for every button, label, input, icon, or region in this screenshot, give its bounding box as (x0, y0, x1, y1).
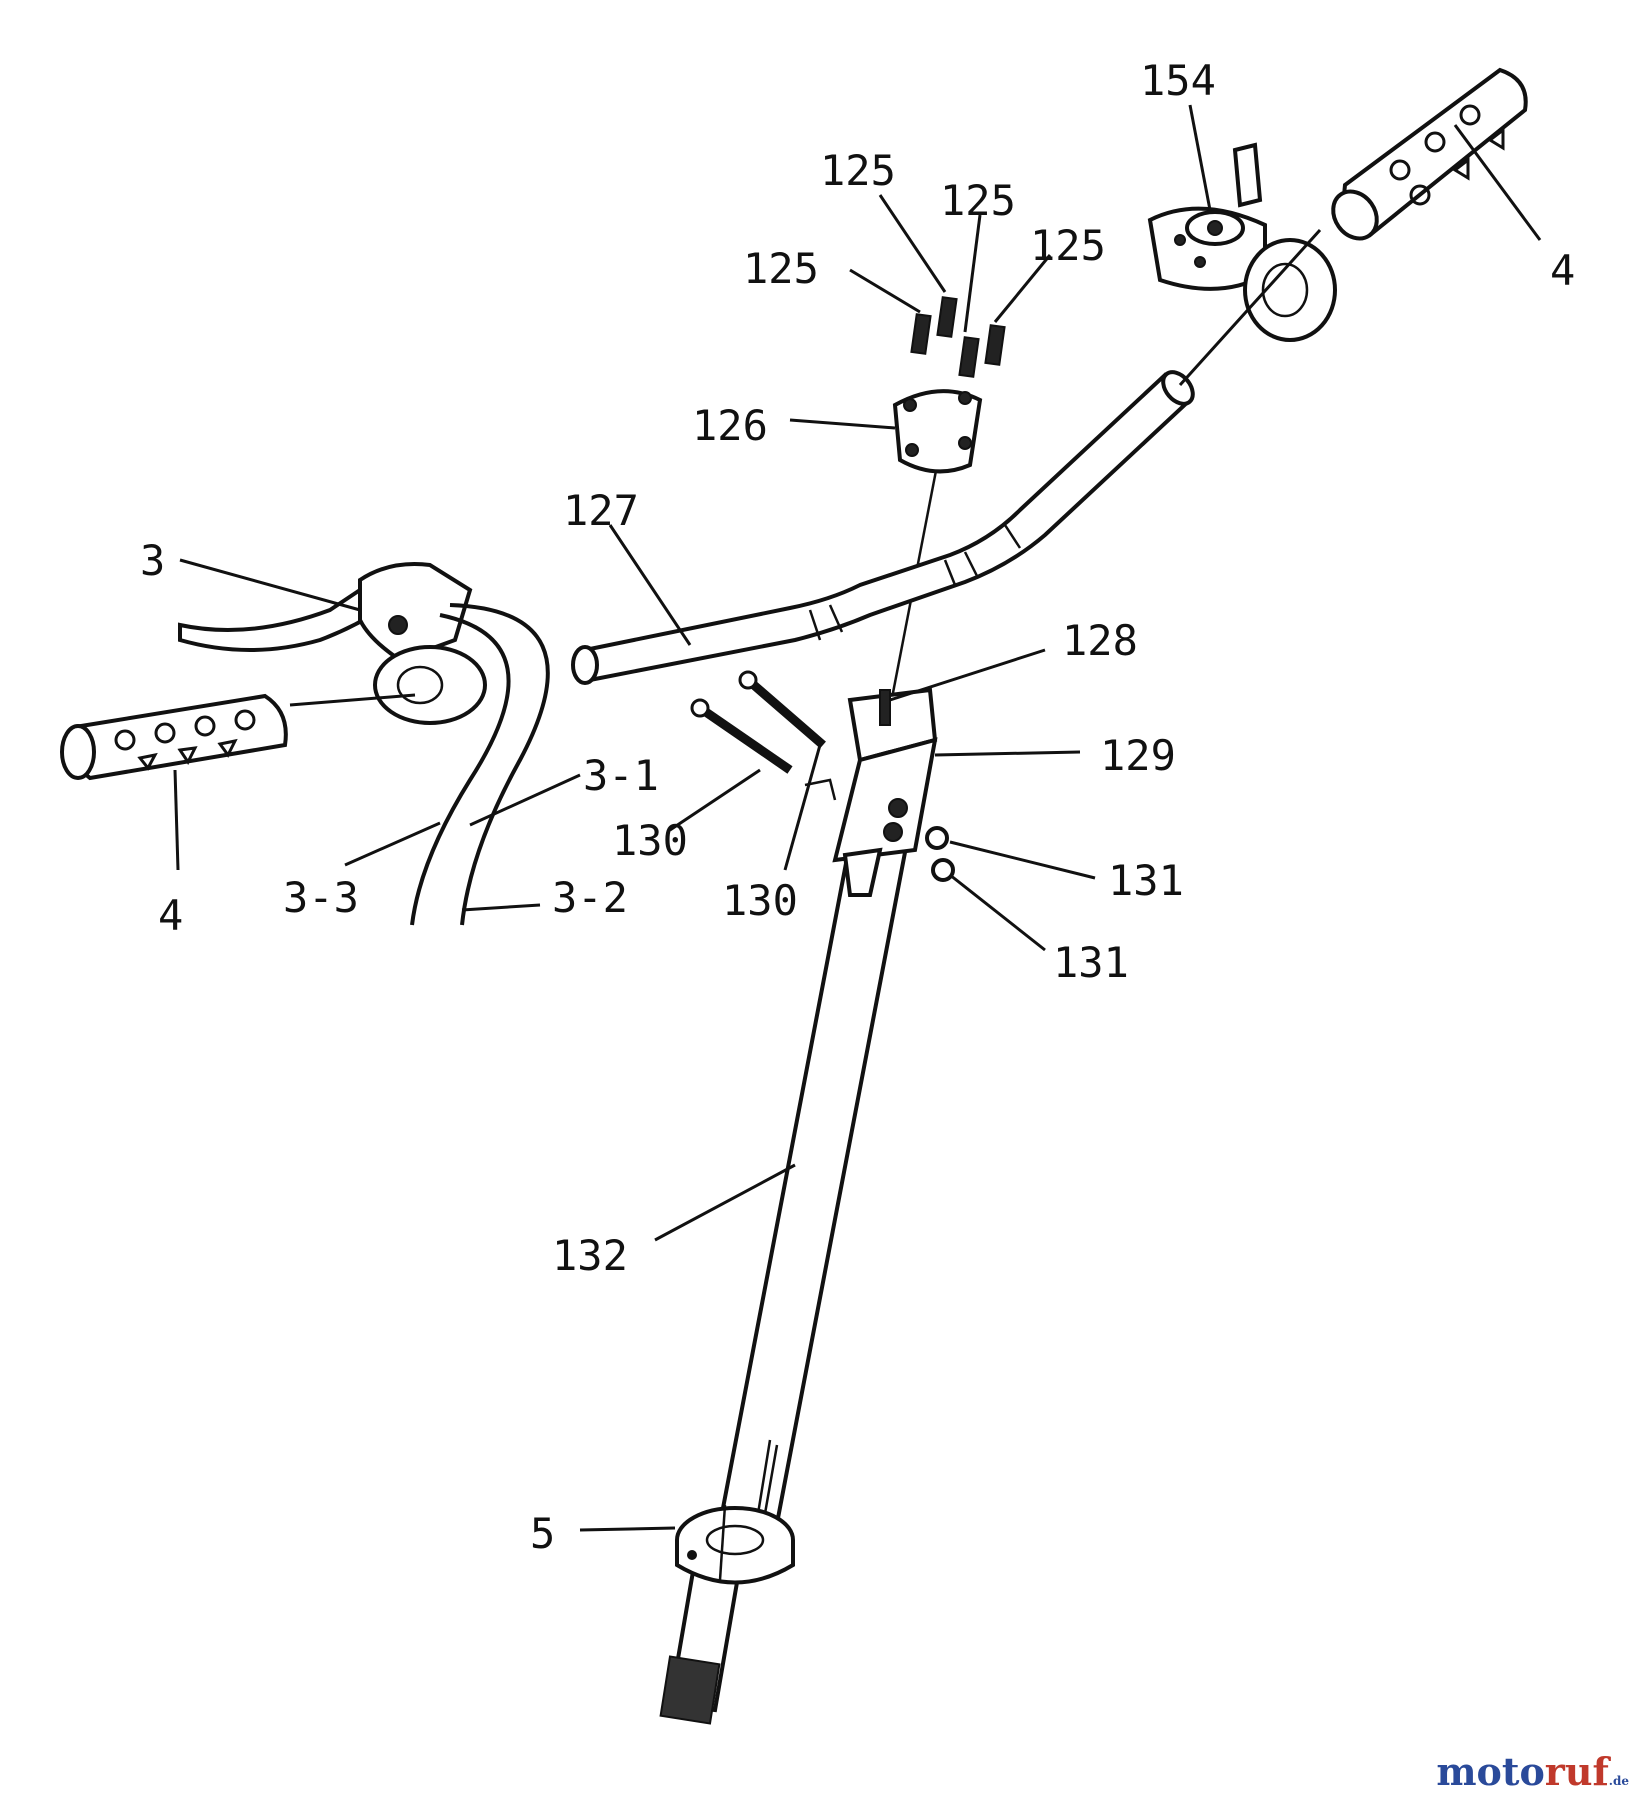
label-131-b: 131 (1053, 938, 1129, 987)
part-labels: 154 125 125 125 125 4 126 127 3 128 129 … (140, 56, 1575, 1558)
watermark-brand-a: moto (1436, 1749, 1545, 1794)
bolts-130 (690, 670, 826, 774)
watermark-brand-b: ruf (1544, 1749, 1609, 1794)
label-3: 3 (140, 536, 165, 585)
label-5: 5 (530, 1509, 555, 1558)
right-grip-4 (1331, 67, 1528, 241)
screws-125 (910, 296, 1006, 378)
label-129: 129 (1100, 731, 1176, 780)
label-3-3: 3-3 (283, 873, 359, 922)
throttle-154 (1147, 142, 1337, 342)
label-125-b: 125 (940, 176, 1016, 225)
label-125-d: 125 (743, 244, 819, 293)
left-grip-4 (60, 693, 288, 781)
clamp-cap-126 (892, 389, 983, 474)
label-131-a: 131 (1108, 856, 1184, 905)
handlebar-127 (571, 370, 1195, 685)
label-128: 128 (1062, 616, 1138, 665)
label-130-b: 130 (722, 876, 798, 925)
clamp-129 (804, 687, 938, 897)
label-132: 132 (552, 1231, 628, 1280)
watermark-logo: motoruf.de (1436, 1749, 1629, 1794)
label-126: 126 (692, 401, 768, 450)
label-4-right: 4 (1550, 246, 1575, 295)
brake-lever-3 (178, 562, 487, 725)
nuts-131 (925, 826, 955, 882)
watermark-suffix: .de (1608, 1774, 1629, 1788)
label-125-c: 125 (1030, 221, 1106, 270)
label-4-left: 4 (158, 891, 183, 940)
label-3-2: 3-2 (552, 873, 628, 922)
collar-5 (675, 1504, 795, 1585)
leader-lines (173, 104, 1542, 1532)
label-130-a: 130 (612, 816, 688, 865)
label-125-a: 125 (820, 146, 896, 195)
label-154: 154 (1140, 56, 1216, 105)
brake-cables-3-1-3-2-3-3 (410, 603, 550, 926)
label-3-1: 3-1 (583, 751, 659, 800)
label-127: 127 (563, 486, 639, 535)
